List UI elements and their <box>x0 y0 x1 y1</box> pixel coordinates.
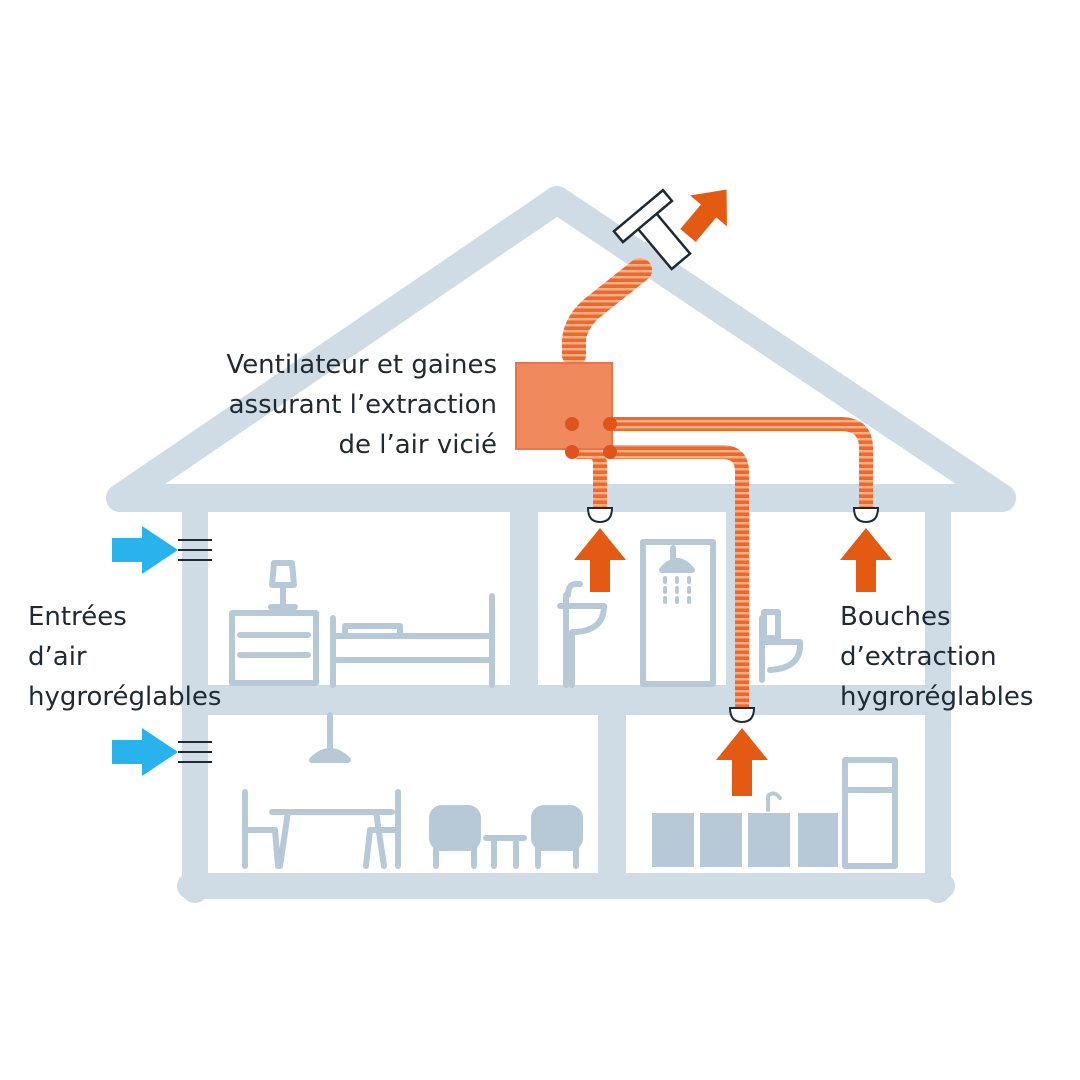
fan-box <box>515 362 617 459</box>
inlets-label-line-2: d’air <box>28 642 87 672</box>
armchair-right-icon <box>531 805 583 869</box>
armchair-left-icon <box>429 805 481 869</box>
outlets-label-line-3: hygroréglables <box>840 682 1034 712</box>
inlets-label-line-3: hygroréglables <box>28 682 222 712</box>
shower-drops <box>663 576 691 608</box>
inlet-grille-icon <box>178 539 212 561</box>
sink-icon <box>557 580 607 688</box>
duct-kitchen <box>605 445 749 715</box>
inlet-arrow-icon <box>112 728 178 776</box>
bed-icon <box>330 593 495 688</box>
duct-bathroom <box>571 445 607 515</box>
duct-roof <box>562 258 652 367</box>
chair-right-icon <box>363 789 401 869</box>
duct-right-room <box>605 417 873 515</box>
fan-label-line-2: assurant l’extraction <box>228 390 497 420</box>
kitchen-cabinets <box>652 813 838 867</box>
toilet-icon <box>759 609 804 683</box>
exhaust-arrow-icon <box>680 189 727 242</box>
extract-arrow-icon <box>574 528 626 592</box>
nightstand-icon <box>229 610 319 686</box>
outlets-label-line-2: d’extraction <box>840 642 997 672</box>
coffee-table-icon <box>483 835 527 869</box>
shower-icon <box>640 539 716 687</box>
fan-label-line-1: Ventilateur et gaines <box>226 350 497 380</box>
inlet-arrow-icon <box>112 526 178 574</box>
inlet-upper <box>112 526 212 574</box>
inlet-lower <box>112 728 212 776</box>
vent-grille-icon <box>586 507 880 724</box>
outlets-label-line-1: Bouches <box>840 602 951 632</box>
lamp-icon <box>268 560 298 610</box>
outlets-label: Bouches d’extraction hygroréglables <box>840 597 1033 717</box>
chair-left-icon <box>242 789 281 869</box>
extract-arrows <box>574 528 892 796</box>
furniture <box>229 539 898 869</box>
roof-exhaust-icon <box>612 188 692 271</box>
dining-table-icon <box>269 809 395 869</box>
fridge-icon <box>842 757 898 869</box>
fan-label-line-3: de l’air vicié <box>338 430 498 460</box>
ducts <box>562 258 873 715</box>
inlet-grille-icon <box>178 741 212 763</box>
ceiling-lamp-icon <box>309 712 351 763</box>
extract-arrow-icon <box>840 528 892 592</box>
house-outline <box>106 186 1016 903</box>
fan-label: Ventilateur et gaines assurant l’extract… <box>226 345 497 465</box>
inlets-label: Entrées d’air hygroréglables <box>28 597 221 717</box>
roof <box>106 186 1016 512</box>
extract-arrow-icon <box>716 728 768 796</box>
inlets-label-line-1: Entrées <box>28 602 127 632</box>
kitchen-faucet-icon <box>766 791 782 812</box>
